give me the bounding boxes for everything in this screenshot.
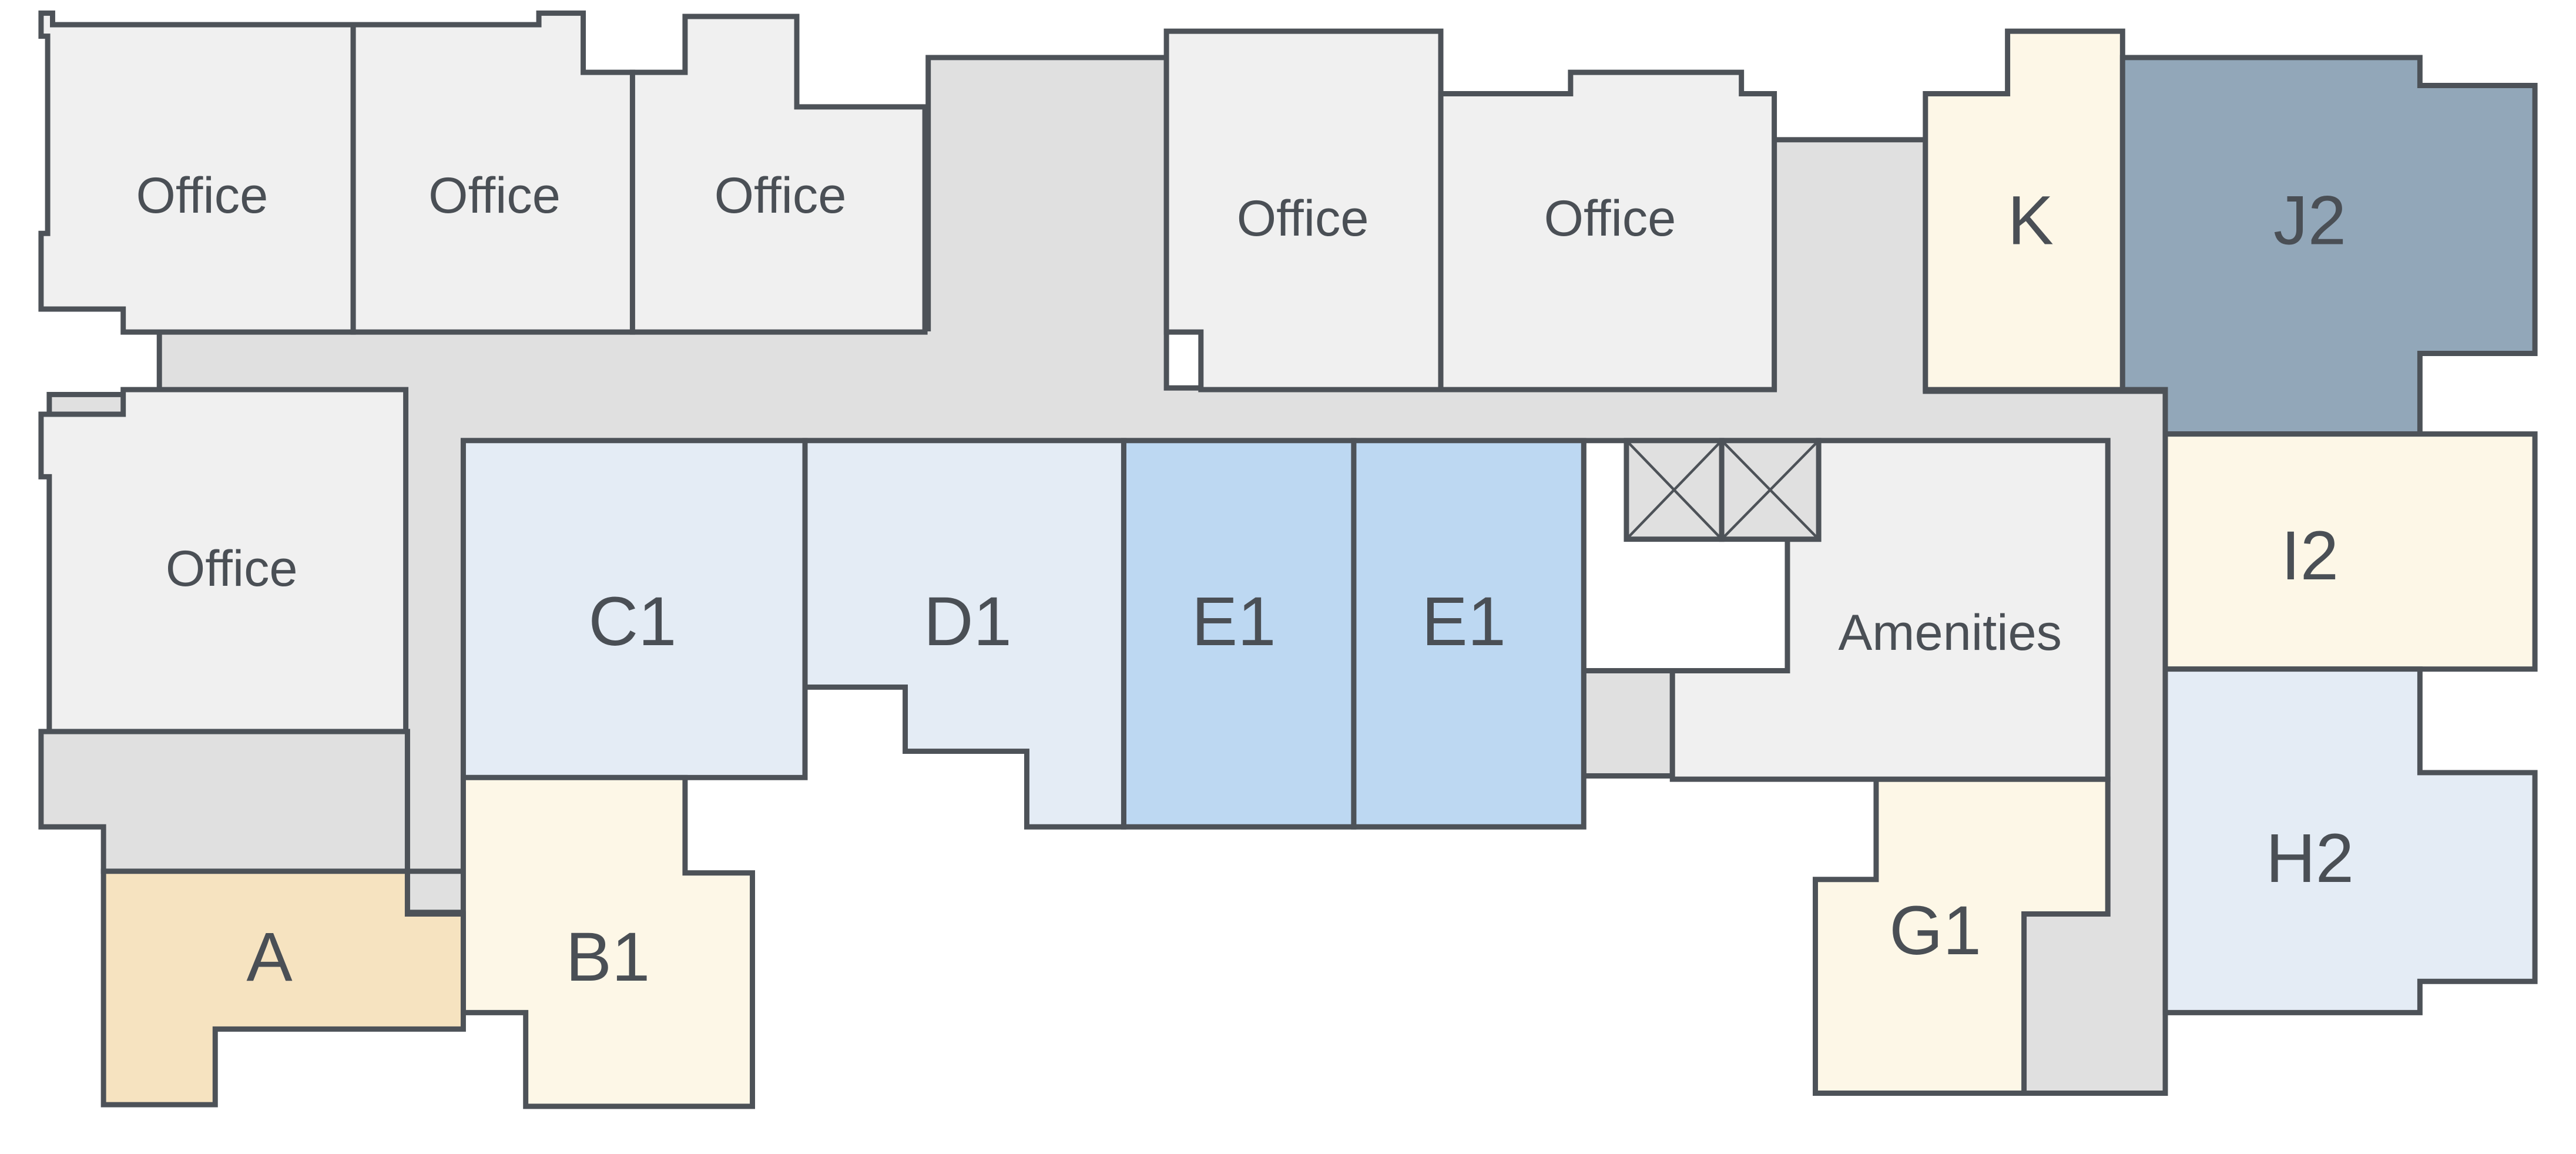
amenities-label: Amenities <box>1839 605 2062 661</box>
unit-b1-label: B1 <box>566 918 650 995</box>
unit-a[interactable] <box>100 868 466 1108</box>
unit-i2[interactable] <box>2162 431 2538 672</box>
office-5-label: Office <box>1544 190 1676 247</box>
unit-c1[interactable] <box>460 438 808 780</box>
unit-e1-right-label: E1 <box>1421 583 1506 660</box>
office-6-label: Office <box>166 541 298 597</box>
unit-k[interactable] <box>1923 28 2125 393</box>
office-2-label: Office <box>428 167 561 224</box>
unit-b1[interactable] <box>460 774 756 1109</box>
office-4[interactable] <box>1163 28 1444 393</box>
office-2[interactable] <box>350 10 635 335</box>
office-3-label: Office <box>715 167 847 224</box>
unit-a-label: A <box>246 918 293 995</box>
office-5[interactable] <box>1438 69 1777 393</box>
office-3[interactable] <box>629 14 928 335</box>
unit-j2[interactable] <box>2119 55 2538 437</box>
office-6[interactable] <box>38 387 409 734</box>
unit-c1-label: C1 <box>588 583 676 660</box>
unit-e1-left-label: E1 <box>1192 583 1276 660</box>
elevator-right <box>1719 438 1822 542</box>
unit-d1[interactable] <box>802 438 1126 830</box>
office-4-label: Office <box>1237 190 1369 247</box>
unit-h2[interactable] <box>2162 666 2538 1015</box>
unit-h2-label: H2 <box>2266 820 2354 897</box>
unit-d1-label: D1 <box>924 583 1012 660</box>
unit-k-label: K <box>2008 182 2054 259</box>
unit-g1[interactable] <box>1813 776 2111 1096</box>
elevator-left <box>1624 438 1725 542</box>
unit-i2-label: I2 <box>2281 517 2339 594</box>
office-1[interactable] <box>38 10 356 335</box>
unit-j2-label: J2 <box>2273 182 2346 259</box>
office-1-label: Office <box>136 167 269 224</box>
unit-g1-label: G1 <box>1889 892 1981 969</box>
